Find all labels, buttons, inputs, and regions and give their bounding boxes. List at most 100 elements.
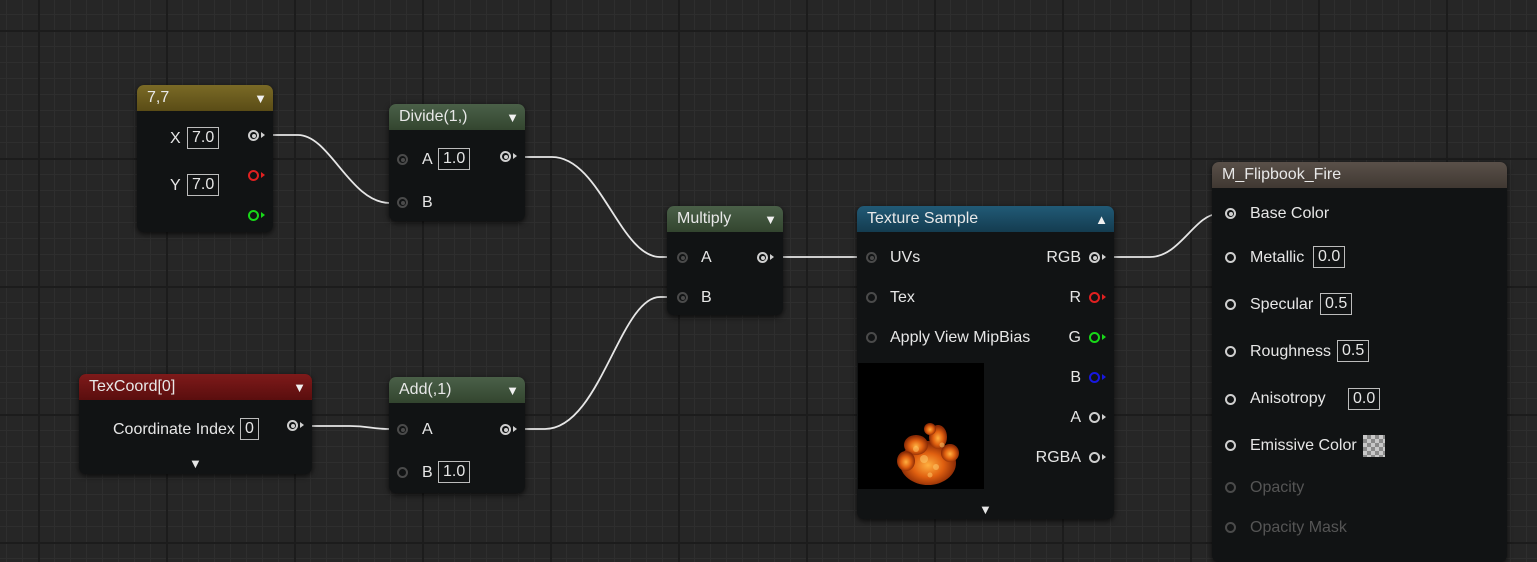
pin-arrow-icon [261, 212, 265, 218]
node-title: Add(,1) [399, 381, 452, 398]
output-pin[interactable] [287, 420, 298, 431]
output-pin[interactable] [500, 424, 511, 435]
specular-label: Specular [1250, 296, 1314, 313]
fire-flipbook-image [897, 423, 959, 485]
output-pin-b[interactable] [1089, 372, 1100, 383]
input-pin-a[interactable] [397, 154, 408, 165]
divide-node[interactable]: Divide(1,) ▼ A 1.0 B [389, 104, 525, 221]
pin-arrow-icon [261, 172, 265, 178]
wire-divide-to-multiply-a [513, 156, 680, 258]
chevron-down-icon[interactable]: ▼ [506, 109, 519, 125]
input-pin-roughness[interactable] [1225, 346, 1236, 357]
pin-arrow-icon [1102, 334, 1106, 340]
chevron-down-icon[interactable]: ▼ [979, 502, 992, 517]
texture-sample-node[interactable]: Texture Sample ▲ UVs Tex Apply View MipB… [857, 206, 1114, 519]
wire-rgb-to-base-color [1102, 213, 1230, 258]
output-pin-rg[interactable] [248, 130, 259, 141]
texture-preview-thumbnail [858, 363, 984, 489]
node-header[interactable]: M_Flipbook_Fire [1212, 162, 1507, 188]
chevron-up-icon[interactable]: ▲ [1095, 211, 1108, 227]
input-pin-b[interactable] [397, 467, 408, 478]
pin-arrow-icon [1102, 374, 1106, 380]
node-title: Texture Sample [867, 210, 979, 227]
output-pin[interactable] [757, 252, 768, 263]
input-pin-anisotropy[interactable] [1225, 394, 1236, 405]
input-pin-mipbias[interactable] [866, 332, 877, 343]
roughness-value-field[interactable]: 0.5 [1337, 340, 1370, 362]
emissive-color-swatch[interactable] [1363, 435, 1385, 457]
coordinate-index-field[interactable]: 0 [240, 418, 259, 440]
input-pin-a[interactable] [397, 424, 408, 435]
a-label: A [422, 421, 433, 438]
coordinate-index-label: Coordinate Index [113, 421, 235, 438]
metallic-label: Metallic [1250, 249, 1305, 266]
emissive-color-label: Emissive Color [1250, 437, 1357, 454]
b-value-field[interactable]: 1.0 [438, 461, 471, 483]
output-pin-rgb[interactable] [1089, 252, 1100, 263]
chevron-down-icon[interactable]: ▼ [506, 382, 519, 398]
opacity-mask-label: Opacity Mask [1250, 519, 1347, 536]
node-title: M_Flipbook_Fire [1222, 166, 1342, 183]
output-pin-rgba[interactable] [1089, 452, 1100, 463]
b-label: B [701, 289, 712, 306]
output-pin-r[interactable] [248, 170, 259, 181]
pin-arrow-icon [261, 132, 265, 138]
input-pin-emissive-color[interactable] [1225, 440, 1236, 451]
node-header[interactable]: Add(,1) ▼ [389, 377, 525, 403]
pin-arrow-icon [1102, 294, 1106, 300]
a-label: A [701, 249, 712, 266]
input-pin-tex[interactable] [866, 292, 877, 303]
anisotropy-value-field[interactable]: 0.0 [1348, 388, 1381, 410]
y-value-field[interactable]: 7.0 [187, 174, 220, 196]
base-color-label: Base Color [1250, 205, 1330, 222]
node-header[interactable]: TexCoord[0] ▼ [79, 374, 312, 400]
input-pin-b[interactable] [397, 197, 408, 208]
add-node[interactable]: Add(,1) ▼ A B 1.0 [389, 377, 525, 493]
specular-value-field[interactable]: 0.5 [1320, 293, 1353, 315]
metallic-value-field[interactable]: 0.0 [1313, 246, 1346, 268]
tex-label: Tex [890, 289, 915, 306]
output-pin[interactable] [500, 151, 511, 162]
input-pin-b[interactable] [677, 292, 688, 303]
apply-view-mipbias-label: Apply View MipBias [890, 329, 1031, 346]
input-pin-opacity [1225, 482, 1236, 493]
rgb-label: RGB [1046, 249, 1081, 266]
chevron-down-icon[interactable]: ▼ [764, 211, 777, 227]
node-header[interactable]: Texture Sample ▲ [857, 206, 1114, 232]
pin-arrow-icon [1102, 254, 1106, 260]
y-label: Y [170, 177, 181, 194]
multiply-node[interactable]: Multiply ▼ A B [667, 206, 783, 315]
input-pin-opacity-mask [1225, 522, 1236, 533]
node-title: Divide(1,) [399, 108, 468, 125]
node-title: TexCoord[0] [89, 378, 176, 395]
output-pin-g[interactable] [248, 210, 259, 221]
b-label: B [1070, 369, 1081, 386]
a-label: A [1070, 409, 1081, 426]
constant2-vector-node[interactable]: 7,7 ▼ X 7.0 Y 7.0 [137, 85, 273, 232]
input-pin-a[interactable] [677, 252, 688, 263]
chevron-down-icon[interactable]: ▼ [293, 379, 306, 395]
output-pin-g[interactable] [1089, 332, 1100, 343]
input-pin-metallic[interactable] [1225, 252, 1236, 263]
wire-texcoord-to-add-a [300, 425, 402, 430]
input-pin-specular[interactable] [1225, 299, 1236, 310]
input-pin-uvs[interactable] [866, 252, 877, 263]
rgba-label: RGBA [1035, 449, 1081, 466]
input-pin-base-color[interactable] [1225, 208, 1236, 219]
pin-arrow-icon [300, 422, 304, 428]
chevron-down-icon[interactable]: ▼ [189, 456, 202, 471]
b-label: B [422, 194, 433, 211]
a-value-field[interactable]: 1.0 [438, 148, 471, 170]
chevron-down-icon[interactable]: ▼ [254, 90, 267, 106]
node-header[interactable]: 7,7 ▼ [137, 85, 273, 111]
uvs-label: UVs [890, 249, 921, 266]
output-pin-r[interactable] [1089, 292, 1100, 303]
x-value-field[interactable]: 7.0 [187, 127, 220, 149]
a-label: A [422, 151, 433, 168]
node-header[interactable]: Divide(1,) ▼ [389, 104, 525, 130]
pin-arrow-icon [513, 153, 517, 159]
texcoord-node[interactable]: TexCoord[0] ▼ Coordinate Index 0 ▼ [79, 374, 312, 474]
node-header[interactable]: Multiply ▼ [667, 206, 783, 232]
output-pin-a[interactable] [1089, 412, 1100, 423]
material-result-node[interactable]: M_Flipbook_Fire Base Color Metallic 0.0 … [1212, 162, 1507, 562]
